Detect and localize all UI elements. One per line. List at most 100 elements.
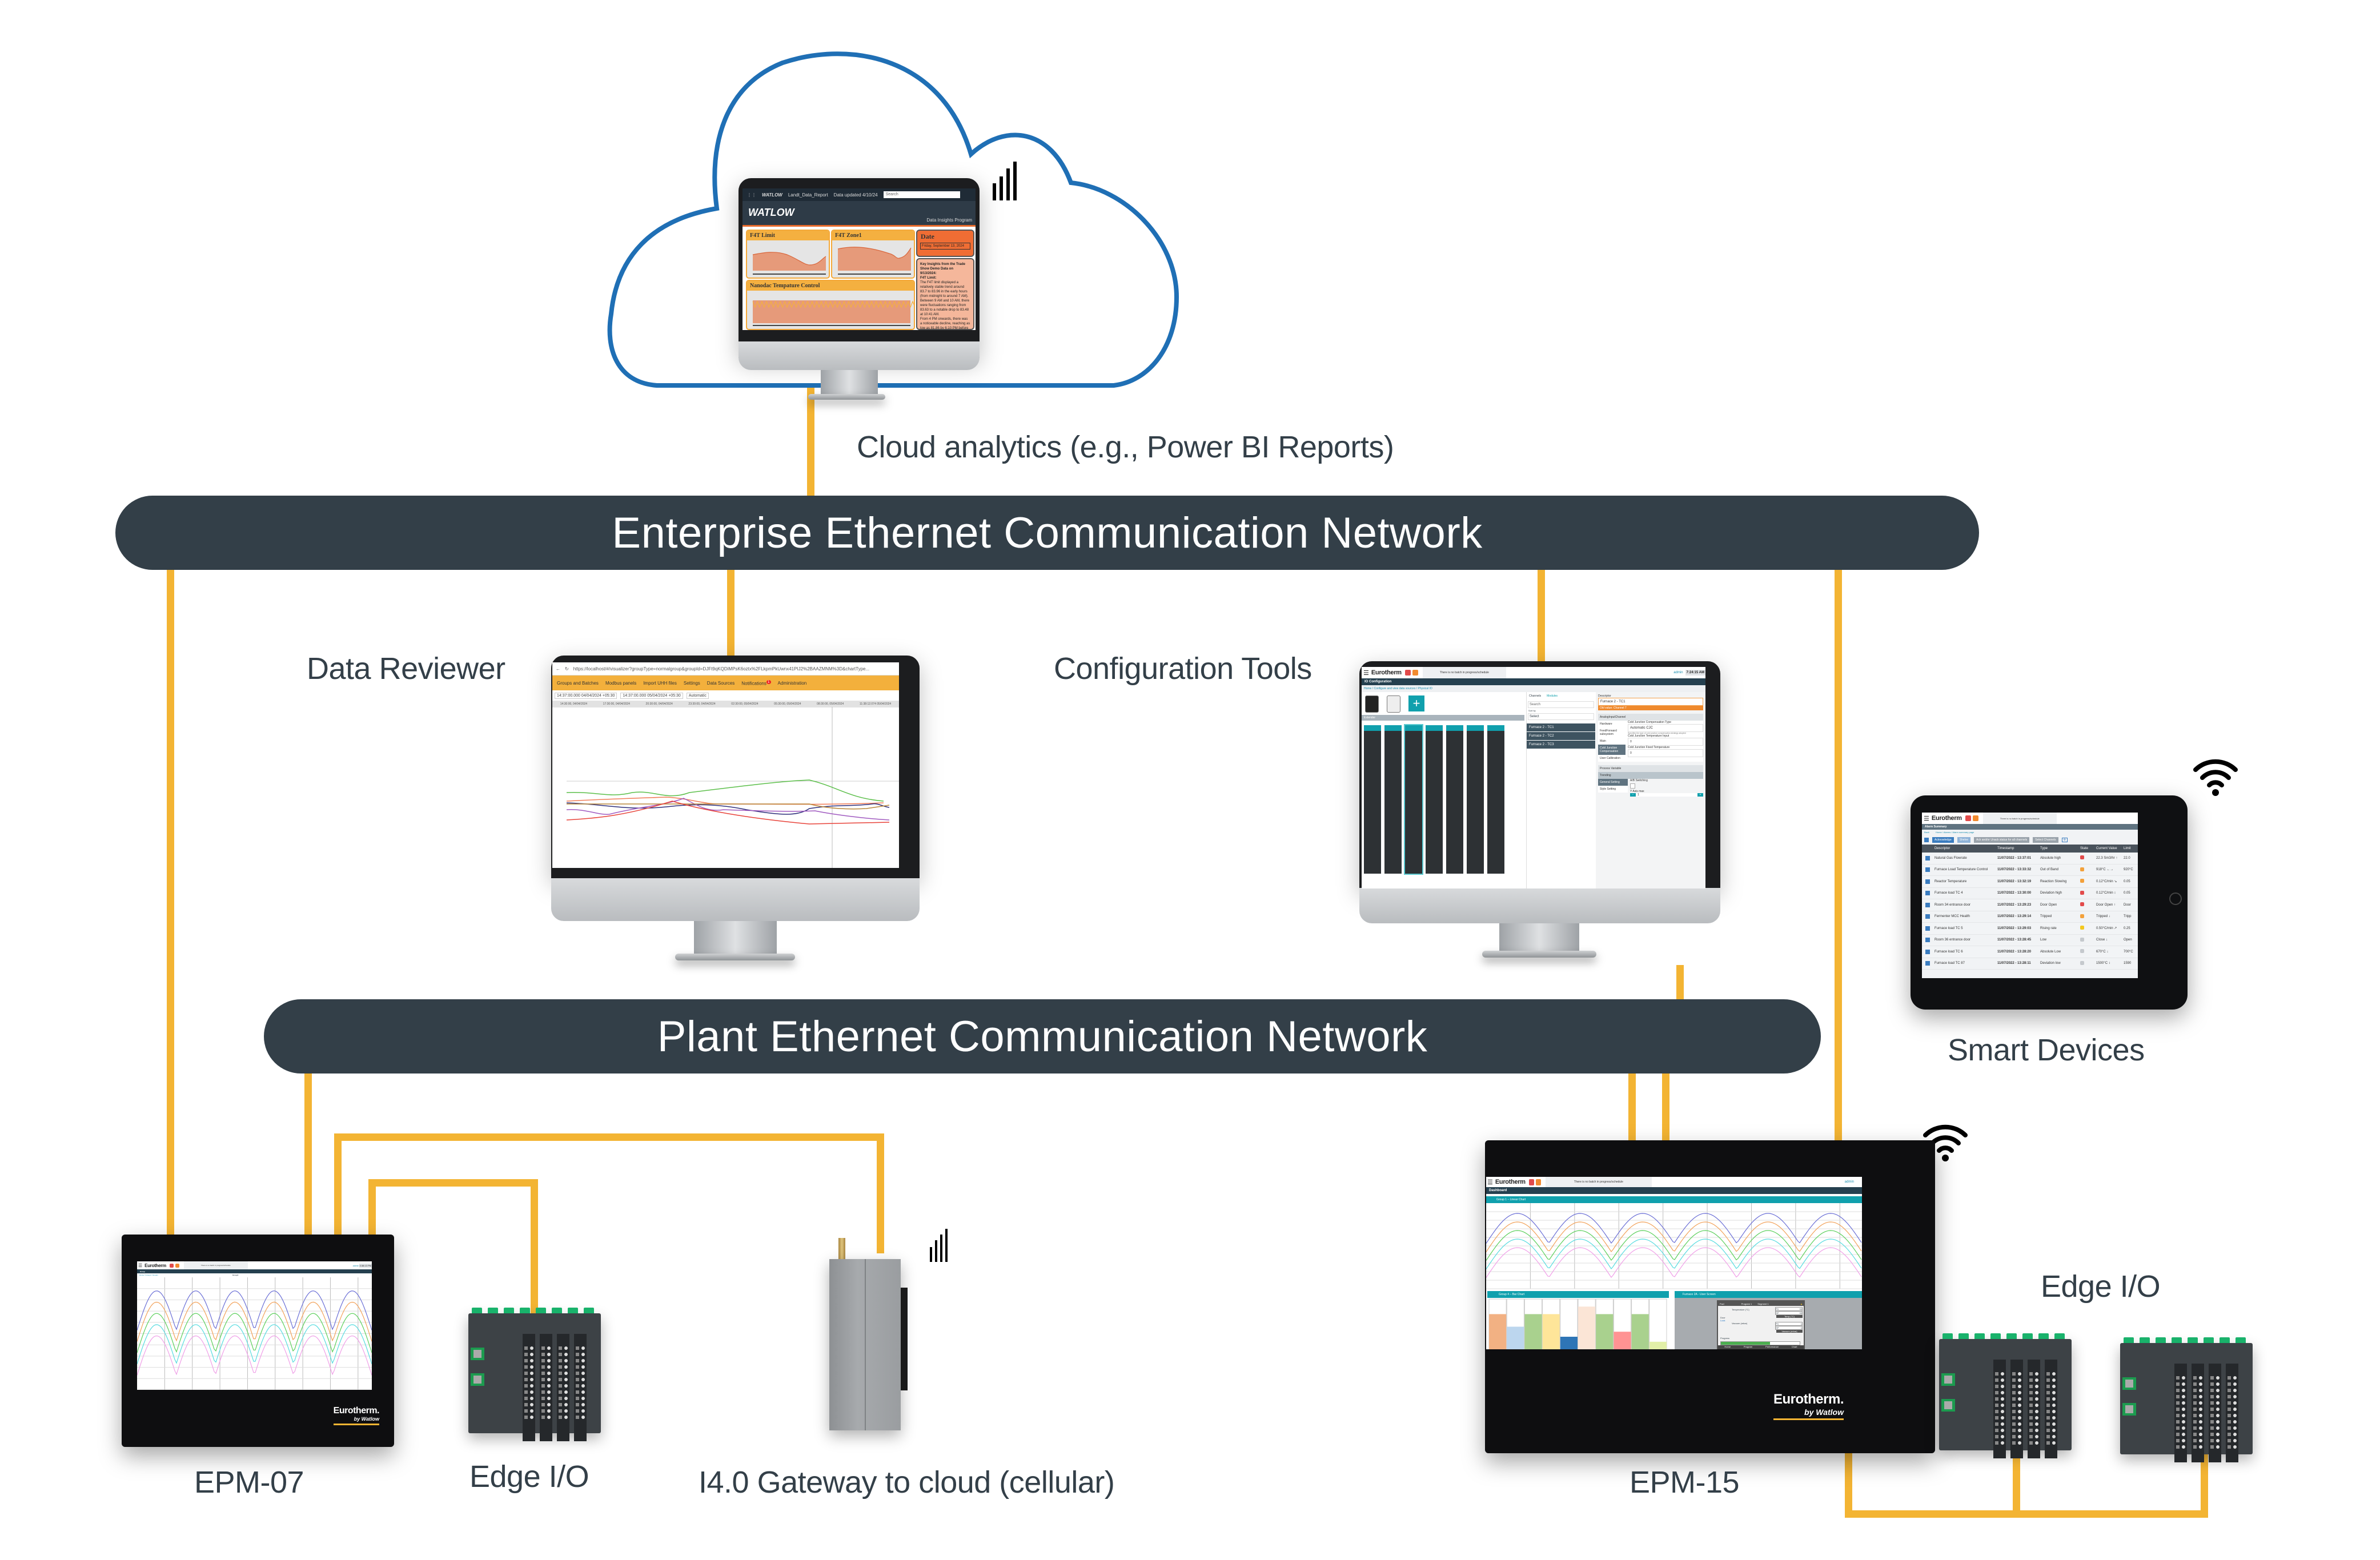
increment-button[interactable]: + bbox=[1697, 793, 1703, 797]
app-grid-icon[interactable]: ⋮⋮ bbox=[747, 192, 756, 198]
row-checkbox[interactable] bbox=[1925, 926, 1930, 931]
row-checkbox[interactable] bbox=[1925, 961, 1930, 966]
io-slot[interactable] bbox=[1446, 725, 1463, 874]
to-date-input[interactable]: 14:37:00.000 05/04/2024 +05:30 bbox=[620, 692, 683, 699]
channel-item[interactable]: Furnace 2 - TC2 bbox=[1527, 732, 1595, 740]
row-checkbox[interactable] bbox=[1925, 902, 1930, 907]
user-menu[interactable]: admin bbox=[352, 1264, 359, 1267]
user-menu[interactable]: admin bbox=[1844, 1180, 1854, 1184]
select-all-checkbox[interactable] bbox=[1924, 838, 1929, 842]
row-checkbox[interactable] bbox=[1925, 949, 1930, 954]
date-dropdown[interactable]: Friday, September 13, 2024 bbox=[920, 243, 970, 250]
acknowledge-button[interactable]: Acknowledge bbox=[1932, 837, 1954, 843]
cj-fixed-input[interactable]: 0 bbox=[1628, 749, 1703, 757]
col-limit[interactable]: Limit bbox=[2124, 847, 2131, 850]
row-checkbox[interactable] bbox=[1925, 938, 1930, 943]
from-date-input[interactable]: 14:37:00.000 04/04/2024 +05:30 bbox=[555, 692, 617, 699]
nav-groups-batches[interactable]: Groups and Batches bbox=[557, 680, 599, 686]
warning-icon[interactable] bbox=[1535, 1179, 1541, 1185]
nav-import-uhh[interactable]: Import UHH files bbox=[643, 680, 677, 686]
tab-modules[interactable]: Modules bbox=[1547, 694, 1558, 698]
sort-by-select[interactable]: Select bbox=[1528, 713, 1594, 720]
tablet-home-button[interactable] bbox=[2169, 892, 2182, 905]
descriptor-input[interactable]: Furnace 2 - TC1 bbox=[1598, 698, 1703, 706]
row-checkbox[interactable] bbox=[1925, 867, 1930, 873]
settings-gear-icon[interactable]: ⚙ bbox=[2061, 838, 2068, 842]
menu-icon[interactable]: ☰ bbox=[1487, 1179, 1493, 1186]
tab-channels[interactable]: Channels bbox=[1529, 694, 1542, 698]
row-checkbox[interactable] bbox=[1925, 891, 1930, 896]
nav-administration[interactable]: Administration bbox=[777, 680, 807, 686]
side-tab-active[interactable]: Cold Junction Compensation bbox=[1598, 745, 1626, 755]
reload-icon[interactable]: ↻ bbox=[565, 666, 569, 672]
user-menu[interactable]: admin bbox=[1673, 671, 1683, 674]
ack-filter-select[interactable]: Ack and/or Unack status for all channels bbox=[1974, 837, 2030, 843]
nav-modbus-panels[interactable]: Modbus panels bbox=[605, 680, 637, 686]
trend-tab[interactable]: Style Setting bbox=[1598, 786, 1628, 793]
breadcrumb[interactable]: Home / Alarms / Alarm summary page bbox=[1936, 831, 1974, 834]
io-slot[interactable] bbox=[1467, 725, 1484, 874]
row-checkbox[interactable] bbox=[1925, 855, 1930, 861]
side-tab[interactable]: Hardware bbox=[1598, 721, 1626, 727]
hmi-nav-chart[interactable]: Chart bbox=[1791, 1345, 1797, 1348]
report-name[interactable]: Landt_Data_Report bbox=[788, 192, 828, 198]
cj-temp-input[interactable]: 0 bbox=[1628, 738, 1703, 746]
io-slot[interactable] bbox=[1404, 724, 1423, 875]
hmi-nav-performance[interactable]: Performance bbox=[1765, 1345, 1779, 1348]
col-current-value[interactable]: Current Value bbox=[2096, 847, 2117, 850]
back-link[interactable]: Back bbox=[1924, 831, 1929, 834]
add-device-button[interactable]: + bbox=[1408, 695, 1424, 711]
menu-icon[interactable]: ☰ bbox=[1924, 815, 1929, 822]
mode-select[interactable]: Automatic bbox=[686, 692, 709, 699]
hmi-nav-home[interactable]: Home bbox=[1724, 1345, 1731, 1348]
decrement-button[interactable]: − bbox=[1630, 793, 1636, 797]
warning-icon[interactable] bbox=[1972, 815, 1978, 821]
section-header[interactable]: AnalogInputChannel bbox=[1598, 714, 1703, 721]
device-thumb[interactable] bbox=[1387, 695, 1400, 713]
breadcrumb[interactable]: Home / Groups / Group1 bbox=[139, 1274, 158, 1276]
hmi-nav-program[interactable]: Program bbox=[1743, 1345, 1753, 1348]
io-slot[interactable] bbox=[1487, 725, 1504, 874]
row-checkbox[interactable] bbox=[1925, 879, 1930, 884]
trend-tab-active[interactable]: General Setting bbox=[1598, 779, 1628, 786]
browser-address-bar[interactable]: ← ↻ https://localhost/#/visualizer?group… bbox=[552, 662, 899, 676]
warning-icon[interactable] bbox=[1412, 670, 1418, 676]
y-axis-max-input[interactable]: 1 bbox=[1636, 793, 1697, 797]
channel-item[interactable]: Furnace 2 - TC3 bbox=[1527, 741, 1595, 749]
ab-switching-checkbox[interactable] bbox=[1630, 783, 1635, 789]
warning-icon[interactable] bbox=[175, 1263, 179, 1268]
cjc-type-select[interactable]: Automatic CJC bbox=[1628, 724, 1703, 732]
io-slot[interactable] bbox=[1384, 725, 1402, 874]
alarm-bell-icon[interactable] bbox=[1965, 815, 1971, 821]
alarm-bell-icon[interactable] bbox=[169, 1263, 174, 1268]
io-slot[interactable] bbox=[1364, 725, 1381, 874]
back-icon[interactable]: ← bbox=[556, 666, 560, 672]
row-checkbox[interactable] bbox=[1925, 914, 1930, 919]
io-slot[interactable] bbox=[1426, 725, 1443, 874]
nav-settings[interactable]: Settings bbox=[683, 680, 700, 686]
process-variable-section[interactable]: Process Variable bbox=[1598, 765, 1703, 772]
shelve-button[interactable]: Shelve bbox=[1957, 837, 1971, 843]
search-input[interactable]: Search bbox=[883, 191, 960, 198]
breadcrumb[interactable]: Home / Configure and view data sources /… bbox=[1362, 685, 1705, 692]
alarm-bell-icon[interactable] bbox=[1528, 1179, 1534, 1185]
data-updated[interactable]: Data updated 4/10/24 bbox=[833, 192, 878, 198]
hmi-unit2[interactable]: Vacuum (mbar) bbox=[1776, 1330, 1803, 1333]
channel-item[interactable]: Furnace 2 - TC1 bbox=[1527, 723, 1595, 731]
channel-search[interactable]: Search bbox=[1528, 701, 1594, 708]
side-tab[interactable]: Main bbox=[1598, 738, 1626, 745]
side-tab[interactable]: User Calibration bbox=[1598, 755, 1626, 762]
trending-section[interactable]: Trending bbox=[1598, 772, 1703, 779]
device-thumb[interactable] bbox=[1365, 695, 1379, 713]
col-descriptor[interactable]: Descriptor bbox=[1934, 847, 1950, 850]
side-tab[interactable]: FeedForward subsystem bbox=[1598, 727, 1626, 738]
